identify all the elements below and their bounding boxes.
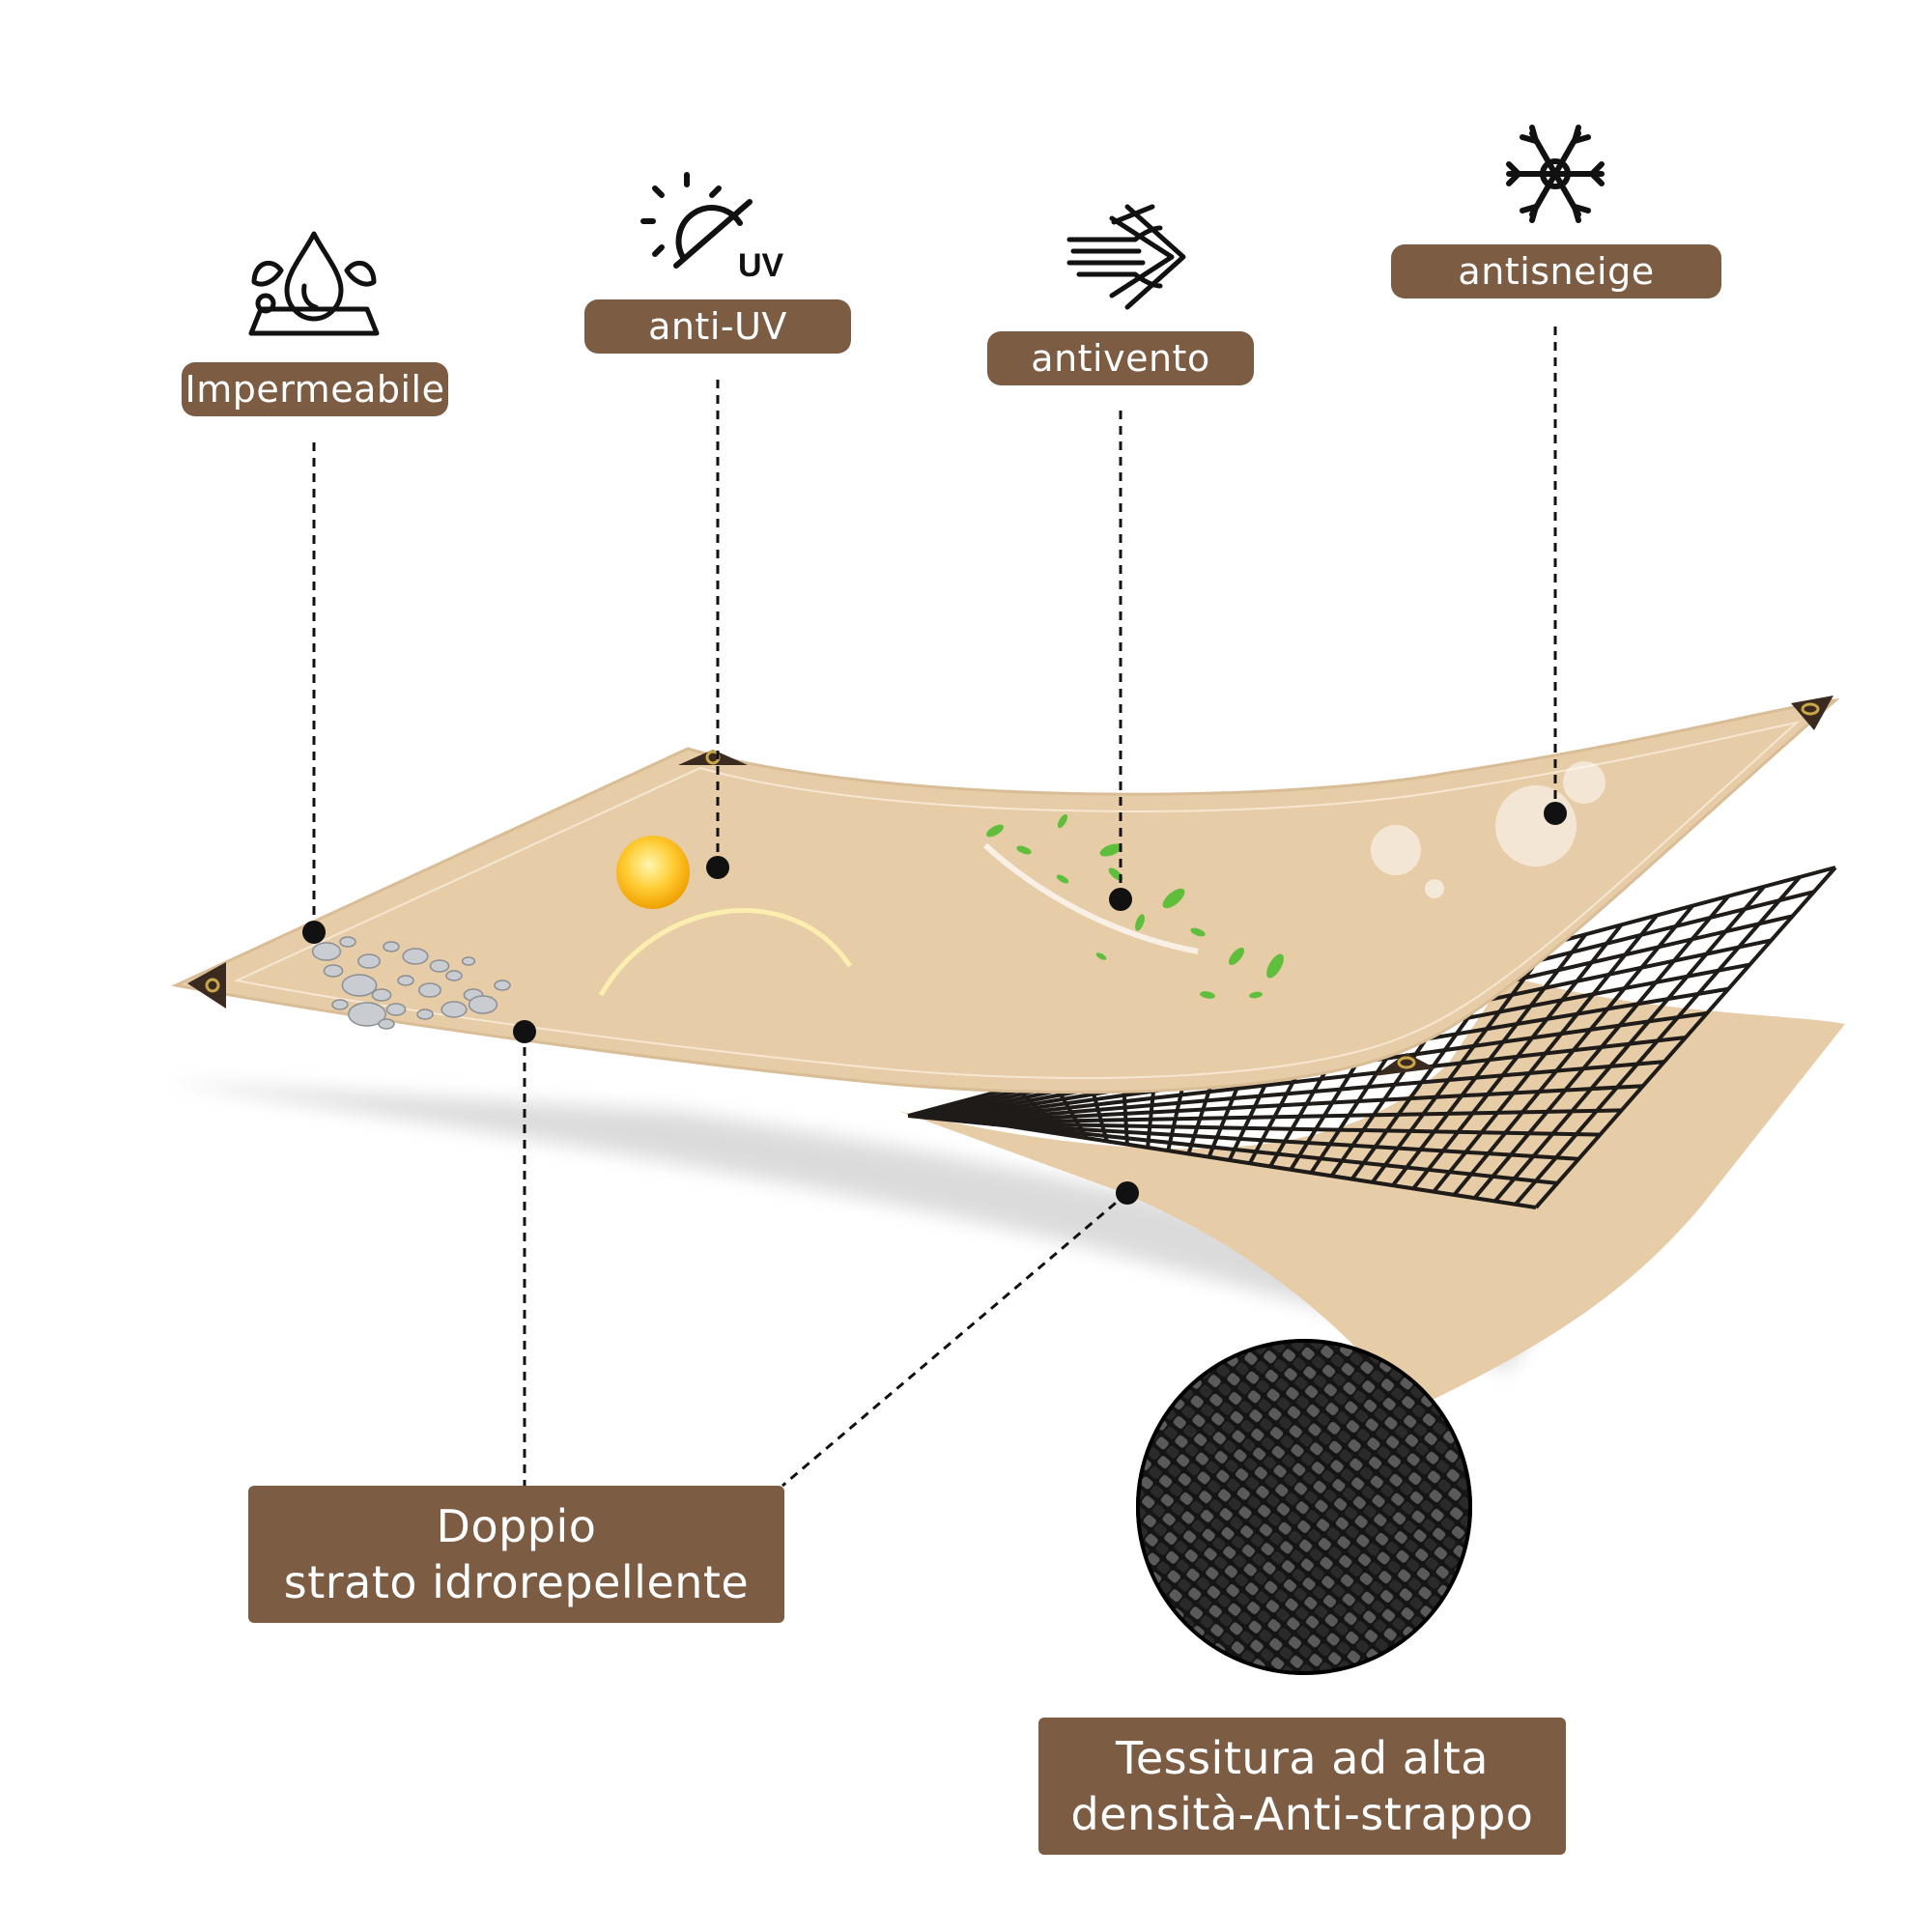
grid-line: [990, 1122, 1579, 1161]
water-droplet: [323, 964, 344, 978]
water-droplet: [440, 1001, 468, 1018]
feature-label-snowproof: antisneige: [1391, 244, 1721, 298]
grid-line: [983, 1121, 1601, 1137]
connector-lines: [312, 327, 1557, 1488]
water-droplet: [339, 936, 356, 948]
wind-icon: [1066, 204, 1186, 310]
water-droplet: [494, 980, 511, 991]
sun-decoration: [598, 836, 853, 997]
water-droplet: [371, 988, 392, 1002]
leaf: [1057, 813, 1068, 829]
water-droplet: [418, 982, 441, 998]
water-droplet: [378, 1018, 395, 1030]
layer-label-double-line1: Doppio: [436, 1500, 597, 1552]
layer-label-weave: Tessitura ad alta densità-Anti-strappo: [1038, 1718, 1566, 1855]
water-droplet: [383, 941, 400, 952]
feature-label-windproof: antivento: [987, 331, 1254, 385]
leaf: [1228, 947, 1245, 966]
water-droplet: [468, 995, 498, 1014]
bottom-layer: [898, 976, 1845, 1410]
eyelet-bottom: [1374, 1053, 1435, 1076]
eyelet-left: [187, 962, 226, 1009]
grid-line: [962, 1060, 1665, 1123]
water-droplet: [461, 956, 476, 966]
weave-texture-circle: [1136, 1339, 1472, 1675]
snowflake-icon: [1506, 125, 1605, 223]
leaf: [1099, 843, 1122, 857]
leaf: [1162, 888, 1185, 909]
tarp-seam: [233, 721, 1801, 1079]
leaf: [1190, 927, 1206, 937]
grid-line: [970, 1084, 1643, 1124]
leaf: [1016, 845, 1032, 855]
water-droplet: [331, 999, 349, 1010]
water-droplets: [311, 936, 511, 1030]
water-droplet: [402, 948, 429, 965]
leaf: [1095, 952, 1107, 960]
water-droplet: [311, 942, 342, 961]
water-droplet: [416, 1009, 434, 1020]
top-tarp: [171, 698, 1840, 1094]
grid-line: [997, 1122, 1558, 1185]
eyelet-right: [1791, 696, 1833, 730]
layer-label-double-line2: strato idrorepellente: [283, 1556, 750, 1608]
sun-uv-icon: [640, 172, 753, 269]
marker-dots: [302, 802, 1567, 1205]
layer-label-weave-line1: Tessitura ad alta: [1116, 1732, 1489, 1784]
leaf: [986, 824, 1004, 838]
feature-label-waterproof: Impermeabile: [182, 362, 448, 416]
leaves-decoration: [986, 813, 1284, 999]
water-droplet: [385, 1003, 407, 1016]
leaf: [1135, 914, 1145, 931]
water-droplet: [348, 1002, 386, 1027]
water-droplet: [397, 975, 414, 986]
leaf: [1249, 991, 1263, 999]
water-droplet: [341, 974, 378, 997]
water-drop-icon: [248, 231, 380, 336]
water-droplet: [357, 953, 381, 969]
grid-line: [977, 1108, 1622, 1125]
feature-label-anti-uv: anti-UV: [584, 299, 851, 354]
grid-line: [955, 1036, 1687, 1122]
layer-label-weave-line2: densità-Anti-strappo: [1070, 1788, 1534, 1840]
leaf: [1200, 991, 1215, 999]
leaf: [1056, 874, 1069, 884]
layer-label-double: Doppio strato idrorepellente: [248, 1486, 784, 1623]
leaf: [1266, 953, 1284, 979]
wind-swoosh: [982, 842, 1199, 954]
water-droplet: [429, 959, 450, 973]
grid-line: [1004, 1123, 1537, 1209]
uv-text: UV: [738, 247, 784, 284]
water-droplet: [445, 970, 463, 981]
